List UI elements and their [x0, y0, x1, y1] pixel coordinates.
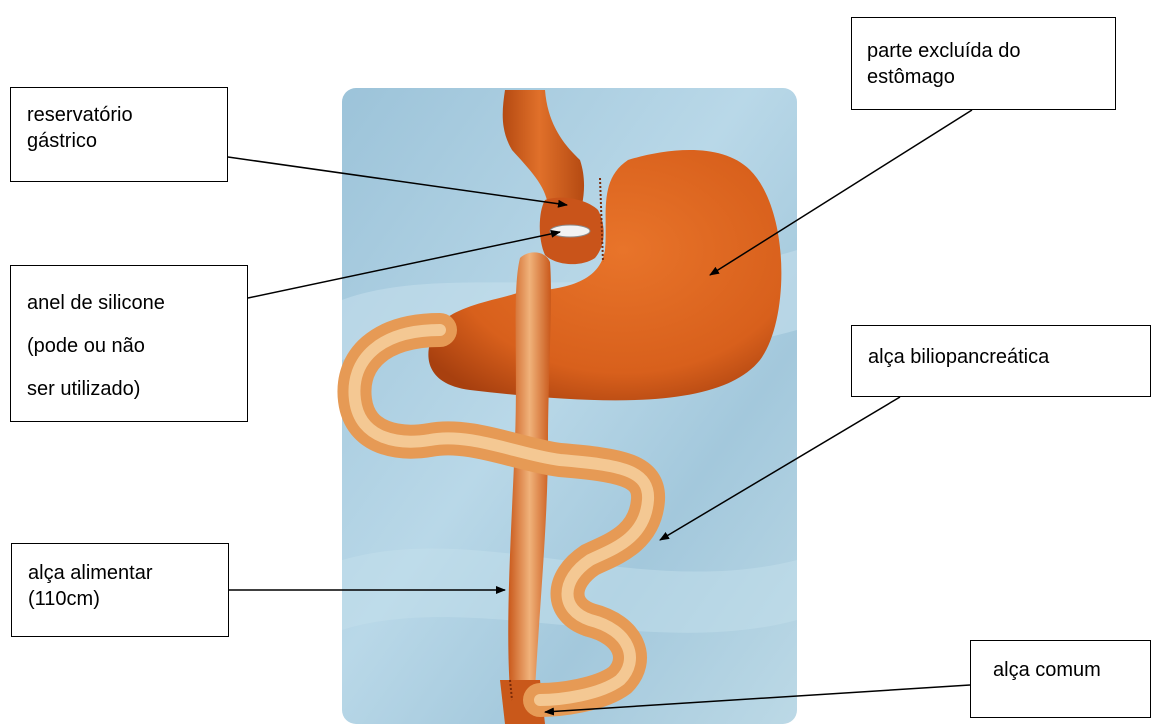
label-alca-biliopancreatica: alça biliopancreática	[851, 325, 1151, 397]
label-text: reservatório gástrico	[27, 102, 227, 154]
label-reservatorio-gastrico: reservatório gástrico	[10, 87, 228, 182]
label-text: anel de silicone (pode ou não ser utiliz…	[27, 282, 247, 411]
label-text: parte excluída do estômago	[867, 38, 1115, 90]
silicone-ring	[550, 225, 590, 237]
label-text: alça comum	[993, 657, 1150, 683]
label-alca-comum: alça comum	[970, 640, 1151, 718]
label-anel-de-silicone: anel de silicone (pode ou não ser utiliz…	[10, 265, 248, 422]
label-text: alça biliopancreática	[868, 344, 1150, 370]
label-alca-alimentar: alça alimentar (110cm)	[11, 543, 229, 637]
label-parte-excluida: parte excluída do estômago	[851, 17, 1116, 110]
label-text: alça alimentar (110cm)	[28, 560, 228, 612]
